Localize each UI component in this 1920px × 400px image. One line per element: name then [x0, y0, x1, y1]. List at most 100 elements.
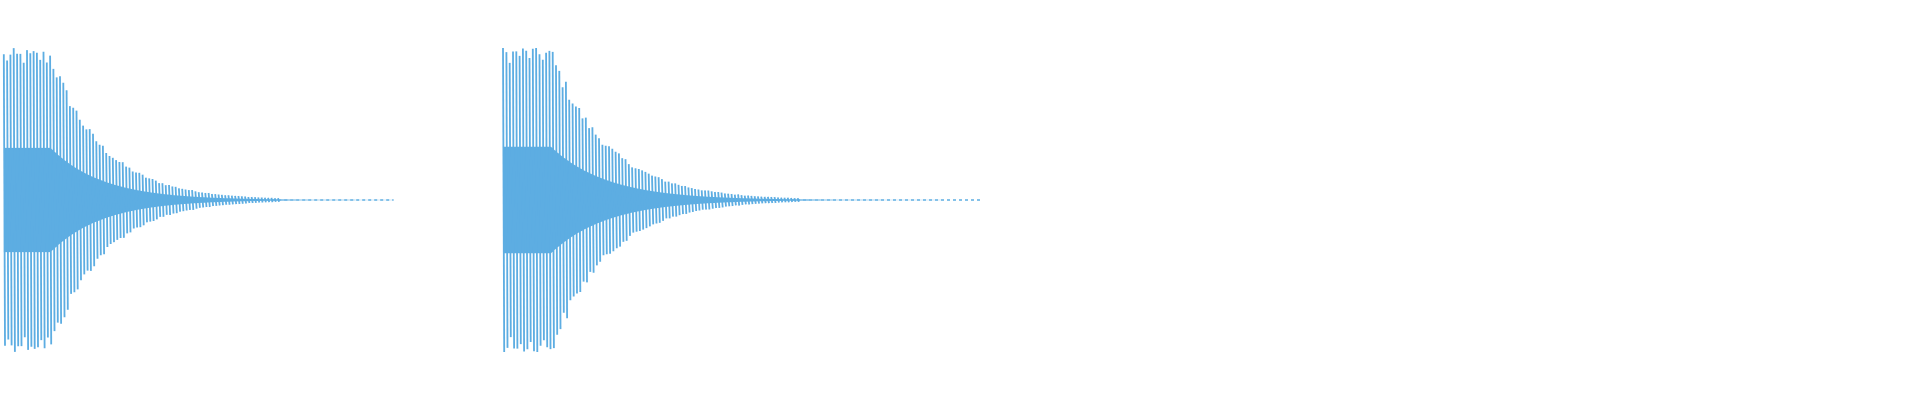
waveform-peak	[101, 145, 106, 255]
waveform-peak	[627, 164, 631, 236]
waveform-peak	[700, 190, 704, 210]
waveform-peak	[95, 141, 99, 259]
waveform-peak	[733, 194, 737, 206]
waveform-peak	[55, 77, 59, 323]
waveform-peak	[578, 107, 582, 293]
waveform-peak	[584, 117, 588, 283]
waveform-peak	[786, 197, 790, 203]
waveform-body	[503, 146, 983, 254]
waveform-peak	[508, 62, 512, 338]
waveform-peak	[614, 151, 618, 249]
waveform-peak	[588, 128, 592, 272]
waveform-peak	[654, 176, 658, 224]
waveform-peak	[545, 52, 549, 348]
waveform-peak	[591, 127, 595, 273]
waveform-peak	[634, 168, 638, 232]
waveform-peak	[581, 118, 585, 282]
waveform-peak	[521, 48, 526, 352]
waveform-peak	[16, 53, 20, 347]
waveform-clip-2[interactable]	[502, 47, 983, 353]
waveform-peak	[59, 76, 63, 324]
waveform-clips	[2, 47, 983, 353]
waveform-peak	[115, 160, 119, 240]
waveform-peak	[118, 161, 122, 239]
waveform-peak	[505, 52, 509, 348]
waveform-peak	[561, 87, 565, 313]
waveform-peak	[75, 110, 79, 290]
waveform-peak	[763, 196, 767, 204]
waveform-peak	[687, 187, 691, 213]
waveform-peak	[214, 194, 218, 206]
waveform-peak	[9, 54, 13, 346]
waveform-peak	[88, 129, 92, 271]
waveform-peak	[187, 190, 191, 210]
waveform-peak	[2, 54, 6, 346]
waveform-peak	[793, 197, 797, 203]
waveform-peak	[125, 166, 129, 234]
waveform-peak	[601, 144, 605, 256]
waveform-peak	[168, 184, 172, 216]
waveform-peak	[730, 193, 734, 207]
waveform-peak	[677, 184, 681, 216]
waveform-peak	[204, 192, 208, 208]
waveform-peak	[98, 144, 102, 256]
waveform-peak	[568, 99, 572, 301]
waveform-peak	[657, 177, 661, 223]
waveform-peak	[32, 51, 36, 349]
waveform-peak	[52, 68, 56, 332]
waveform-peak	[697, 189, 701, 211]
waveform-peak	[737, 194, 741, 206]
waveform-peak	[82, 125, 86, 275]
waveform-peak	[594, 134, 598, 266]
waveform-peak	[62, 82, 66, 318]
waveform-peak	[148, 178, 152, 222]
waveform-peak	[707, 190, 711, 210]
waveform-peak	[717, 192, 721, 208]
waveform-peak	[664, 181, 668, 219]
waveform-peak	[631, 167, 635, 233]
waveform-peak	[158, 183, 162, 217]
waveform-peak	[727, 193, 731, 207]
waveform-peak	[128, 167, 132, 233]
waveform-peak	[753, 196, 757, 204]
waveform-peak	[528, 57, 532, 343]
waveform-peak	[538, 54, 542, 346]
waveform-peak	[770, 196, 774, 204]
waveform-peak	[571, 103, 575, 297]
waveform-peak	[244, 196, 247, 204]
waveform-peak	[558, 70, 562, 330]
waveform-peak	[19, 53, 23, 347]
waveform-peak	[740, 194, 744, 206]
waveform-peak	[637, 168, 641, 232]
waveform-peak	[684, 186, 688, 214]
waveform-peak	[138, 172, 142, 228]
waveform-peak	[621, 158, 625, 242]
waveform-peak	[108, 155, 112, 245]
waveform-peak	[710, 191, 714, 209]
waveform-peak	[512, 51, 516, 349]
waveform-peak	[608, 146, 612, 254]
waveform-peak	[227, 195, 231, 205]
waveform-peak	[720, 192, 724, 208]
waveform-peak	[26, 50, 30, 350]
waveform-peak	[611, 148, 615, 252]
waveform-peak	[525, 50, 529, 350]
waveform-peak	[164, 185, 168, 215]
waveform-peak	[750, 195, 754, 205]
waveform-peak	[171, 186, 175, 214]
waveform-peak	[184, 189, 188, 211]
waveform-peak	[35, 52, 39, 348]
waveform-peak	[541, 59, 545, 341]
waveform-peak	[624, 159, 628, 241]
waveform-peak	[713, 191, 718, 209]
waveform-peak	[644, 171, 648, 229]
waveform-peak	[604, 145, 608, 255]
waveform-peak	[207, 192, 211, 208]
waveform-peak	[22, 62, 26, 338]
waveform-peak	[197, 192, 201, 208]
waveform-peak	[515, 51, 519, 349]
waveform-clip-1[interactable]	[2, 48, 394, 352]
waveform-peak	[78, 119, 82, 281]
waveform-peak	[72, 107, 76, 293]
